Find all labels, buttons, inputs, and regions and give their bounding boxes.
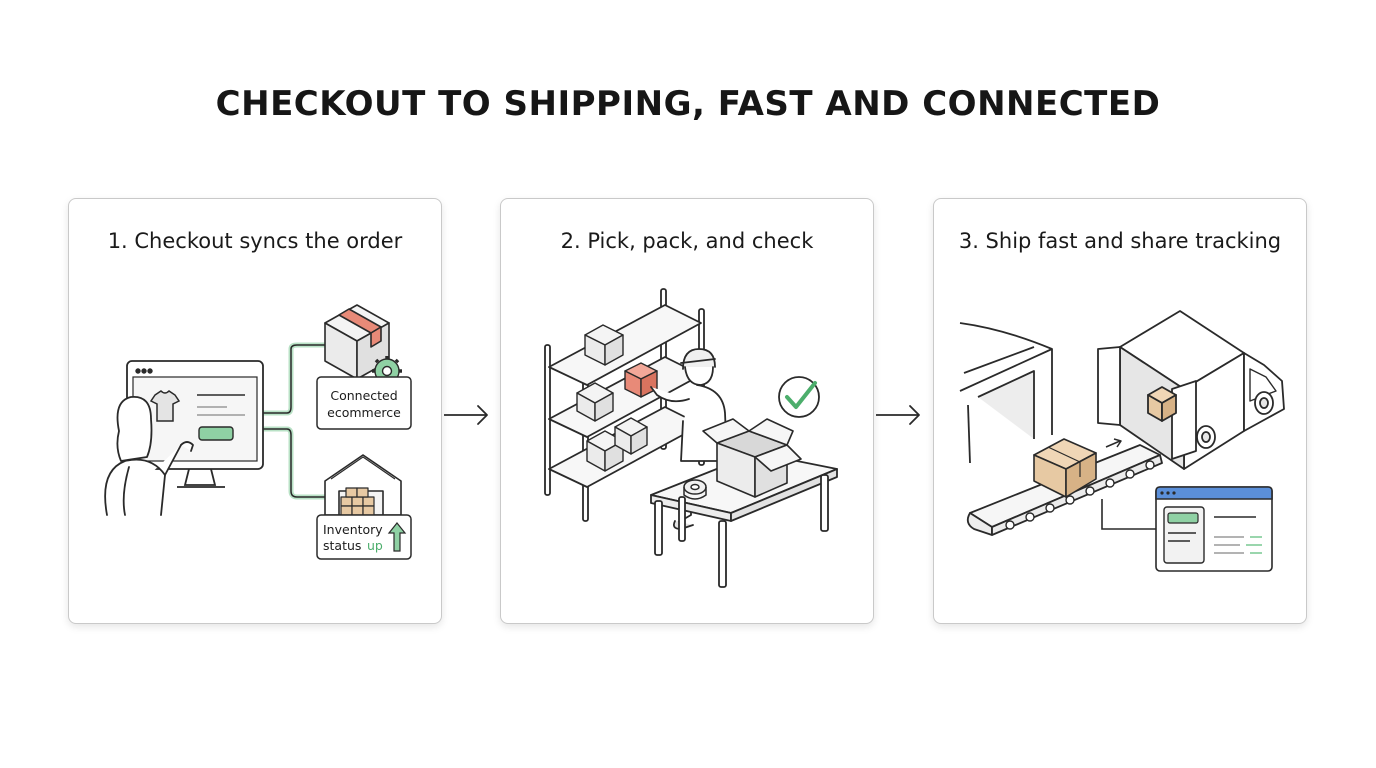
- step-card-3: 3. Ship fast and share tracking: [933, 198, 1307, 624]
- inventory-status-label: Inventory status up: [316, 514, 412, 560]
- package-box-icon: [1033, 438, 1097, 498]
- arrow-right-icon: [876, 405, 920, 425]
- step-2-title: 2. Pick, pack, and check: [560, 229, 814, 253]
- tracking-window-icon: [1155, 486, 1273, 572]
- step-2-illustration: [544, 288, 838, 588]
- connected-ecommerce-label: Connected ecommerce: [316, 376, 412, 430]
- step-card-2: 2. Pick, pack, and check: [500, 198, 874, 624]
- svg-text:Connected: Connected: [330, 388, 397, 403]
- svg-text:status: status: [323, 538, 361, 553]
- package-box-icon: [324, 304, 390, 380]
- checkmark-icon: [778, 376, 820, 418]
- svg-text:up: up: [367, 538, 383, 553]
- arrow-right-icon: [444, 405, 488, 425]
- truck-icon: [1097, 310, 1285, 470]
- page-title: CHECKOUT TO SHIPPING, FAST AND CONNECTED: [215, 84, 1161, 124]
- step-1-illustration: Connected ecommerce Inventory status: [104, 304, 412, 560]
- connector-lines: [260, 342, 330, 500]
- shelf-boxes: [576, 324, 658, 472]
- warehouse-icon: [324, 454, 402, 516]
- svg-text:ecommerce: ecommerce: [327, 405, 401, 420]
- tape-roll-icon: [683, 479, 707, 500]
- open-box-icon: [702, 418, 802, 498]
- browser-window-icon: [126, 360, 264, 488]
- shopper-person: [104, 396, 194, 516]
- step-3-title: 3. Ship fast and share tracking: [958, 229, 1282, 253]
- step-card-1: 1. Checkout syncs the order: [68, 198, 442, 624]
- dock-door: [959, 322, 1053, 464]
- tshirt-icon: [149, 390, 181, 422]
- up-arrow-icon: [387, 522, 407, 552]
- step-1-title: 1. Checkout syncs the order: [107, 229, 403, 253]
- svg-text:Inventory: Inventory: [323, 522, 383, 537]
- step-3-illustration: [959, 310, 1285, 572]
- tracking-connector: [1101, 499, 1156, 530]
